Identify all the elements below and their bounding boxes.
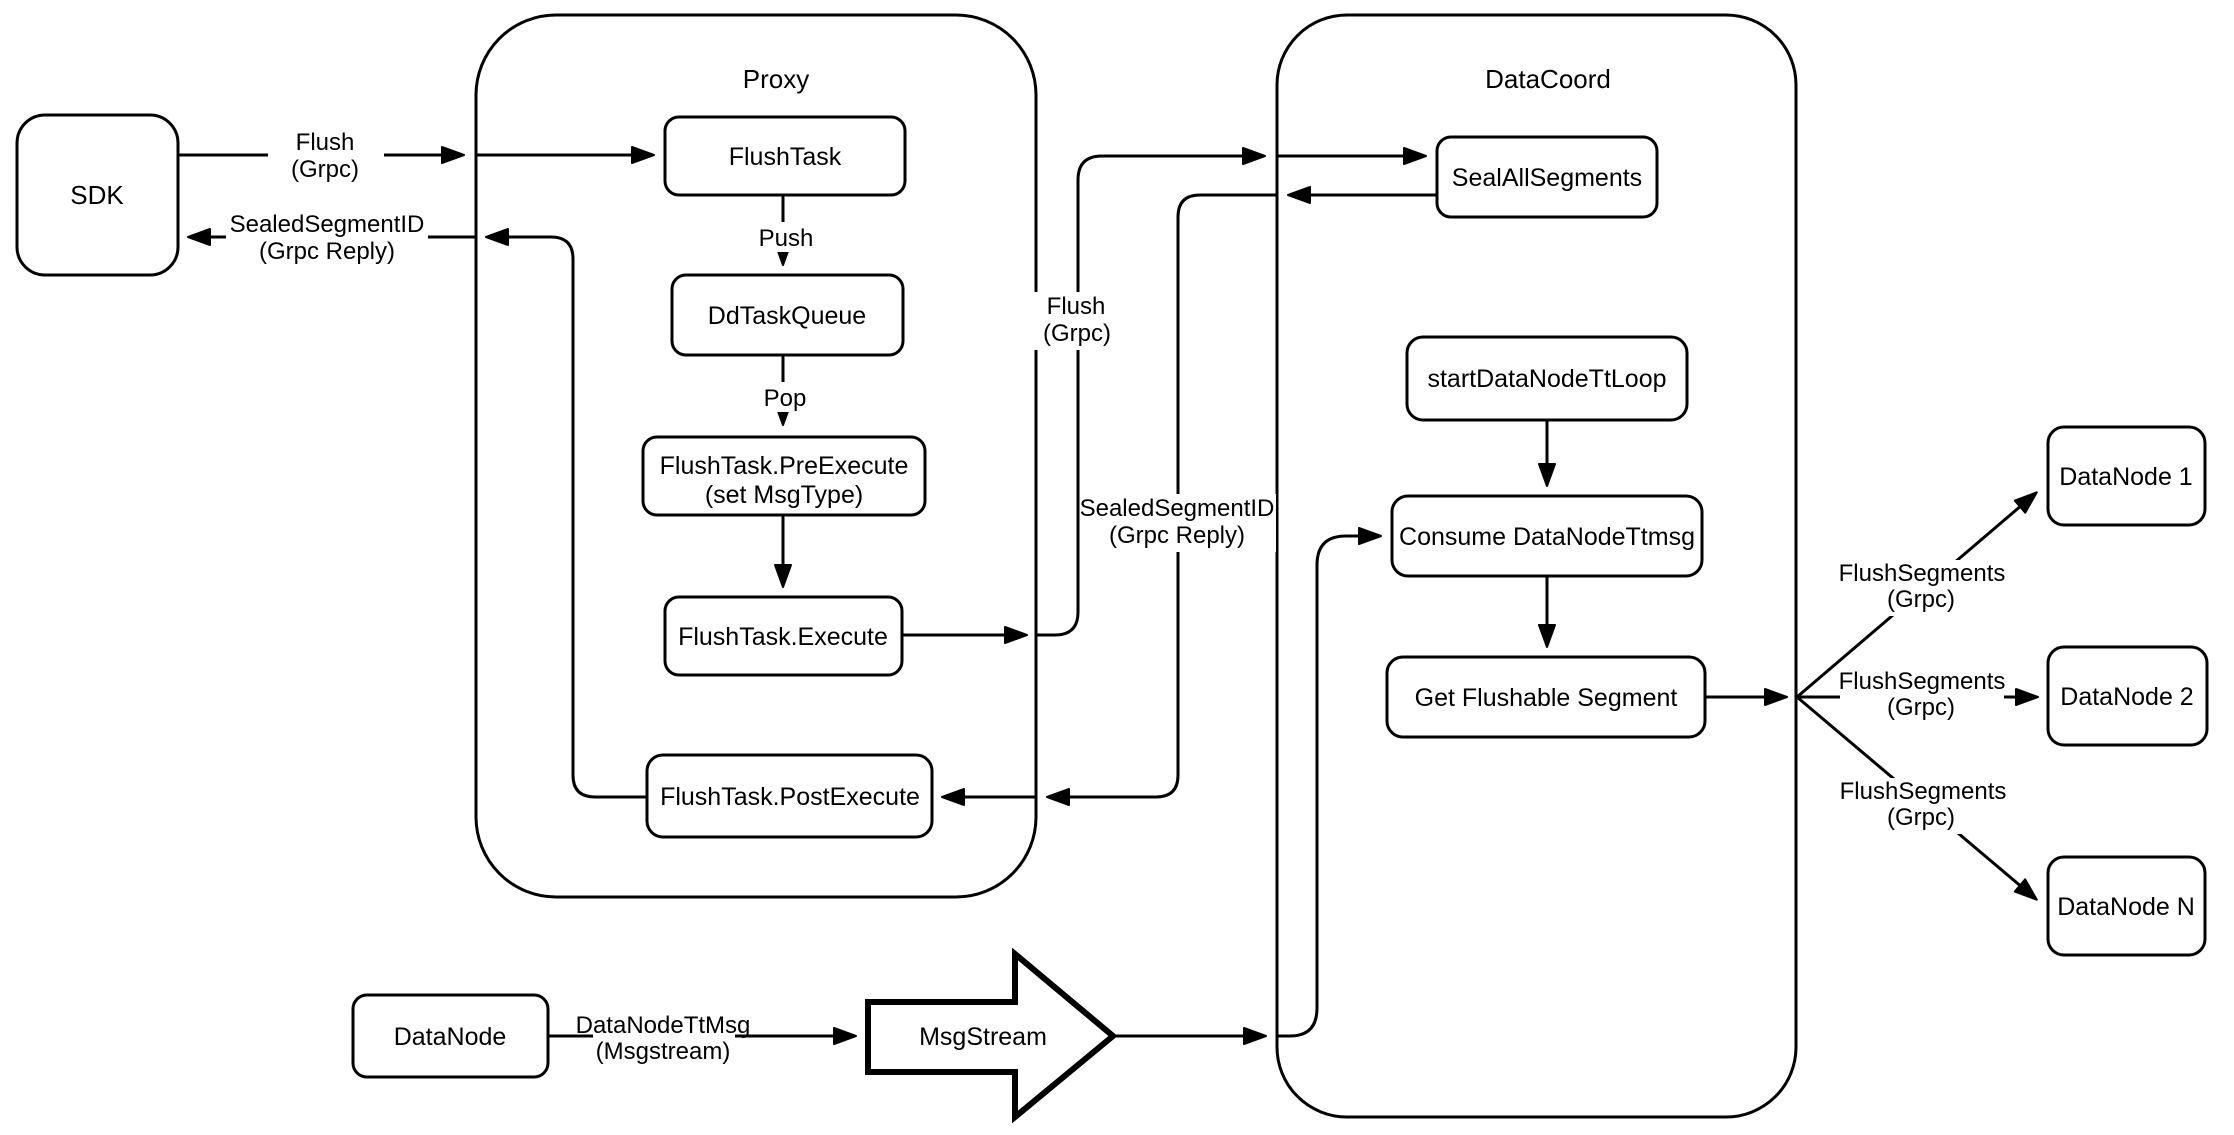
datacoord-title: DataCoord <box>1485 64 1611 94</box>
label-flushsegments-1-line1: FlushSegments <box>1839 560 2006 587</box>
label-sdk-flush: Flush (Grpc) <box>268 128 384 186</box>
datanoden-label: DataNode N <box>2057 893 2195 921</box>
label-flushsegments-2-line1: FlushSegments <box>1839 668 2006 695</box>
datacoord-container-border <box>1275 13 1798 1119</box>
label-push-bg <box>752 222 820 252</box>
label-datanodettmsg-bg <box>593 1012 735 1068</box>
startdatanodettloop-box <box>1405 335 1689 422</box>
node-startdatanodettloop: startDataNodeTtLoop <box>1405 335 1689 422</box>
edge-flush-up-to-datacoord-edge <box>1037 147 1266 637</box>
label-sdk-flush-line2: (Grpc) <box>291 156 359 183</box>
node-ddtaskqueue: DdTaskQueue <box>670 273 905 357</box>
edge-msgstream-up-to-consume <box>1277 527 1382 1038</box>
datacoord-container: DataCoord <box>1275 13 1798 1119</box>
sealallsegments-label: SealAllSegments <box>1452 164 1642 192</box>
sdk-label: SDK <box>70 180 124 210</box>
label-flushsegments-2-line2: (Grpc) <box>1887 694 1955 721</box>
datanode1-box <box>2046 425 2207 527</box>
label-push: Push <box>759 225 814 252</box>
label-mid-reply: SealedSegmentID (Grpc Reply) <box>1080 494 1276 552</box>
consumedatanodettmsg-label: Consume DataNodeTtmsg <box>1399 523 1695 551</box>
node-preexecute: FlushTask.PreExecute (set MsgType) <box>641 435 927 517</box>
proxy-container-border <box>474 13 1038 899</box>
datanode-box <box>351 993 550 1079</box>
label-pop: Pop <box>756 382 816 412</box>
label-flushsegments-1-bg <box>1840 560 2004 616</box>
datanode2-label: DataNode 2 <box>2060 683 2193 711</box>
preexecute-label-line1: FlushTask.PreExecute <box>660 452 909 480</box>
label-flushsegments-2-bg <box>1840 668 2004 724</box>
preexecute-box <box>641 435 927 517</box>
preexecute-label-line2: (set MsgType) <box>705 481 863 509</box>
label-datanodettmsg-line2: (Msgstream) <box>596 1038 731 1065</box>
label-pop-bg <box>756 382 816 412</box>
label-flushsegments-1-line2: (Grpc) <box>1887 586 1955 613</box>
datanode2-box <box>2046 645 2209 747</box>
label-push: Push <box>752 222 820 252</box>
getflushablesegment-label: Get Flushable Segment <box>1415 684 1678 712</box>
label-flushsegments-n: FlushSegments (Grpc) <box>1840 778 2007 834</box>
node-flushtask: FlushTask <box>663 115 907 197</box>
label-sdk-reply-line2: (Grpc Reply) <box>259 238 395 265</box>
node-msgstream: MsgStream <box>865 947 1118 1124</box>
execute-box <box>663 595 904 677</box>
label-sdk-flush-bg <box>268 128 384 186</box>
node-postexecute: FlushTask.PostExecute <box>645 753 934 839</box>
datanoden-box <box>2046 855 2207 957</box>
node-sdk: SDK <box>15 113 180 277</box>
postexecute-box <box>645 753 934 839</box>
node-datanode2: DataNode 2 <box>2046 645 2209 747</box>
label-datanodettmsg: DataNodeTtMsg (Msgstream) <box>576 1012 751 1068</box>
node-execute: FlushTask.Execute <box>663 595 904 677</box>
flushtask-box <box>663 115 907 197</box>
getflushablesegment-box <box>1385 655 1707 739</box>
label-sdk-flush-line1: Flush <box>296 129 355 156</box>
msgstream-label: MsgStream <box>919 1023 1047 1051</box>
sealallsegments-box <box>1435 135 1659 219</box>
label-mid-flush: Flush (Grpc) <box>1018 292 1136 350</box>
ddtaskqueue-label: DdTaskQueue <box>708 302 866 330</box>
execute-label: FlushTask.Execute <box>678 623 888 651</box>
label-sdk-reply-line1: SealedSegmentID <box>230 211 425 238</box>
node-sealallsegments: SealAllSegments <box>1435 135 1659 219</box>
edge-postexecute-to-proxy-edge <box>485 228 647 799</box>
label-mid-flush-bg <box>1018 292 1136 350</box>
node-consumedatanodettmsg: Consume DataNodeTtmsg <box>1390 494 1704 578</box>
label-mid-flush-line1: Flush <box>1047 293 1106 320</box>
node-datanode: DataNode <box>351 993 550 1079</box>
label-sdk-reply: SealedSegmentID (Grpc Reply) <box>226 210 428 268</box>
label-datanodettmsg-line1: DataNodeTtMsg <box>576 1012 751 1039</box>
label-mid-flush-line2: (Grpc) <box>1043 320 1111 347</box>
consumedatanodettmsg-box <box>1390 494 1704 578</box>
sdk-box <box>15 113 180 277</box>
label-mid-reply-bg <box>1080 494 1276 552</box>
proxy-title: Proxy <box>743 64 809 94</box>
node-datanode1: DataNode 1 <box>2046 425 2207 527</box>
label-flushsegments-2: FlushSegments (Grpc) <box>1839 668 2006 724</box>
postexecute-label: FlushTask.PostExecute <box>660 783 920 811</box>
node-getflushablesegment: Get Flushable Segment <box>1385 655 1707 739</box>
proxy-container: Proxy <box>474 13 1038 899</box>
node-datanoden: DataNode N <box>2046 855 2207 957</box>
ddtaskqueue-box <box>670 273 905 357</box>
label-mid-reply-line2: (Grpc Reply) <box>1109 522 1245 549</box>
flushtask-label: FlushTask <box>729 143 842 171</box>
label-flushsegments-n-line1: FlushSegments <box>1840 778 2007 805</box>
label-flushsegments-n-line2: (Grpc) <box>1887 804 1955 831</box>
label-mid-reply-line1: SealedSegmentID <box>1080 495 1275 522</box>
label-sdk-reply-bg <box>226 210 428 268</box>
datanode-label: DataNode <box>394 1023 507 1051</box>
label-pop: Pop <box>764 385 807 412</box>
msgstream-arrow-shape <box>865 947 1118 1124</box>
datanode1-label: DataNode 1 <box>2059 463 2192 491</box>
label-flushsegments-n-bg <box>1840 778 2004 834</box>
label-flushsegments-1: FlushSegments (Grpc) <box>1839 560 2006 616</box>
startdatanodettloop-label: startDataNodeTtLoop <box>1427 365 1666 393</box>
